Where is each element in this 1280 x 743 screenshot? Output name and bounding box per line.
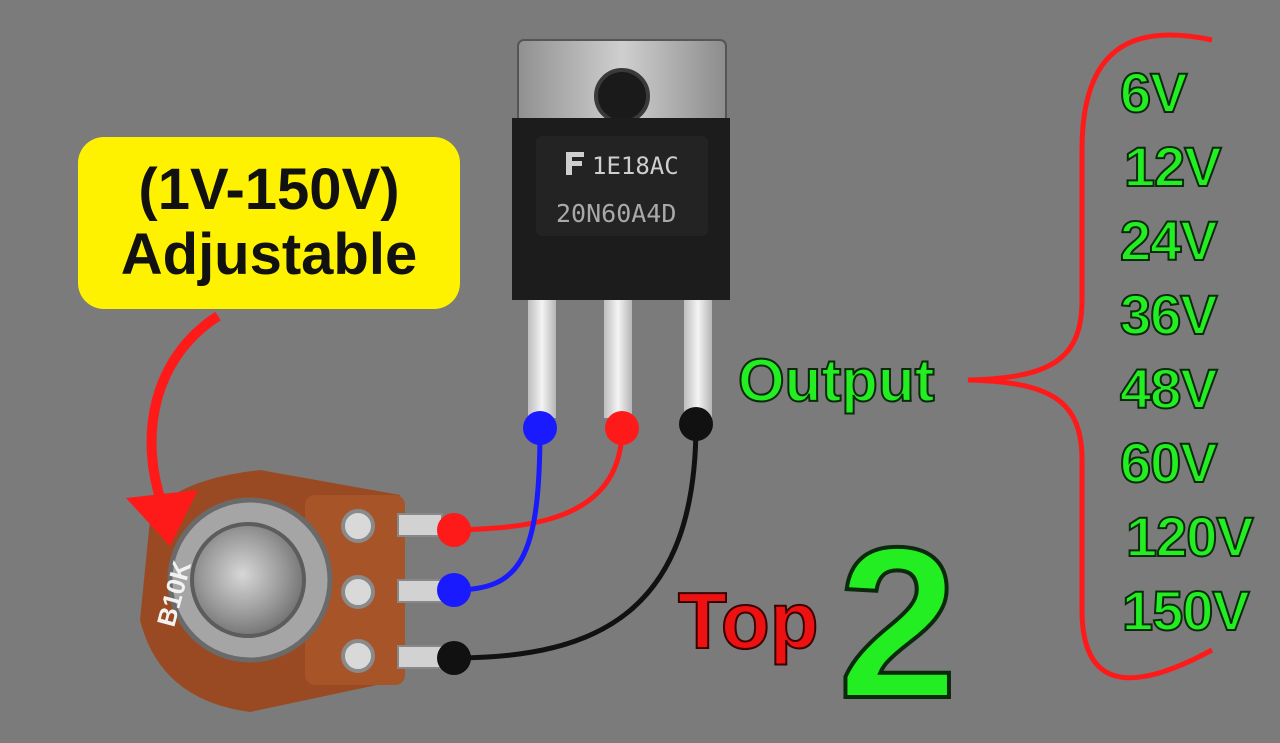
pot-pin-top bbox=[397, 513, 443, 537]
transistor bbox=[512, 39, 730, 418]
pot-pin-bottom bbox=[397, 645, 443, 669]
voltage-24v: 24V bbox=[1119, 208, 1219, 273]
adjustable-label: Adjustable bbox=[120, 222, 418, 287]
transistor-logo-code: 1E18AC bbox=[592, 152, 679, 180]
wire-blue-end-transistor bbox=[523, 411, 557, 445]
transistor-mount-hole bbox=[594, 68, 650, 124]
transistor-leg-left bbox=[528, 300, 556, 418]
wire-red-end-transistor bbox=[605, 411, 639, 445]
voltage-60v: 60V bbox=[1119, 430, 1219, 495]
transistor-leg-right bbox=[684, 300, 712, 418]
wire-black-end-pot bbox=[437, 641, 471, 675]
fairchild-logo-icon bbox=[566, 152, 584, 175]
wire-red bbox=[453, 427, 625, 533]
wire-red-end-pot bbox=[437, 513, 471, 547]
wire-blue-end-pot bbox=[437, 573, 471, 607]
wire-black-end-transistor bbox=[679, 407, 713, 441]
potentiometer bbox=[140, 470, 443, 712]
adjustable-label-box: (1V-150V) Adjustable bbox=[78, 137, 460, 309]
output-brace bbox=[967, 32, 1214, 681]
pointer-arrow-head-icon bbox=[126, 490, 198, 546]
potentiometer-knob bbox=[190, 522, 306, 638]
voltage-48v: 48V bbox=[1119, 356, 1219, 421]
pot-terminal-bottom bbox=[341, 639, 375, 673]
pointer-arrow bbox=[146, 311, 221, 506]
transistor-part-number: 20N60A4D bbox=[556, 199, 676, 228]
voltage-36v: 36V bbox=[1119, 282, 1219, 347]
wire-black bbox=[453, 423, 699, 661]
transistor-leg-middle bbox=[604, 300, 632, 418]
voltage-150v: 150V bbox=[1121, 578, 1251, 643]
title-top-word: Top bbox=[677, 575, 820, 666]
voltage-120v: 120V bbox=[1125, 504, 1255, 569]
title-top-number: 2 bbox=[836, 502, 960, 743]
output-label: Output bbox=[737, 346, 936, 415]
voltage-12v: 12V bbox=[1123, 134, 1223, 199]
wire-blue bbox=[453, 427, 543, 593]
voltage-6v: 6V bbox=[1119, 60, 1188, 125]
circuit-diagram: 1E18AC 20N60A4D B10K bbox=[126, 32, 1214, 712]
pot-terminal-middle bbox=[341, 575, 375, 609]
pot-pin-middle bbox=[397, 579, 443, 603]
voltage-range-label: (1V-150V) bbox=[138, 157, 400, 223]
pot-terminal-top bbox=[341, 509, 375, 543]
